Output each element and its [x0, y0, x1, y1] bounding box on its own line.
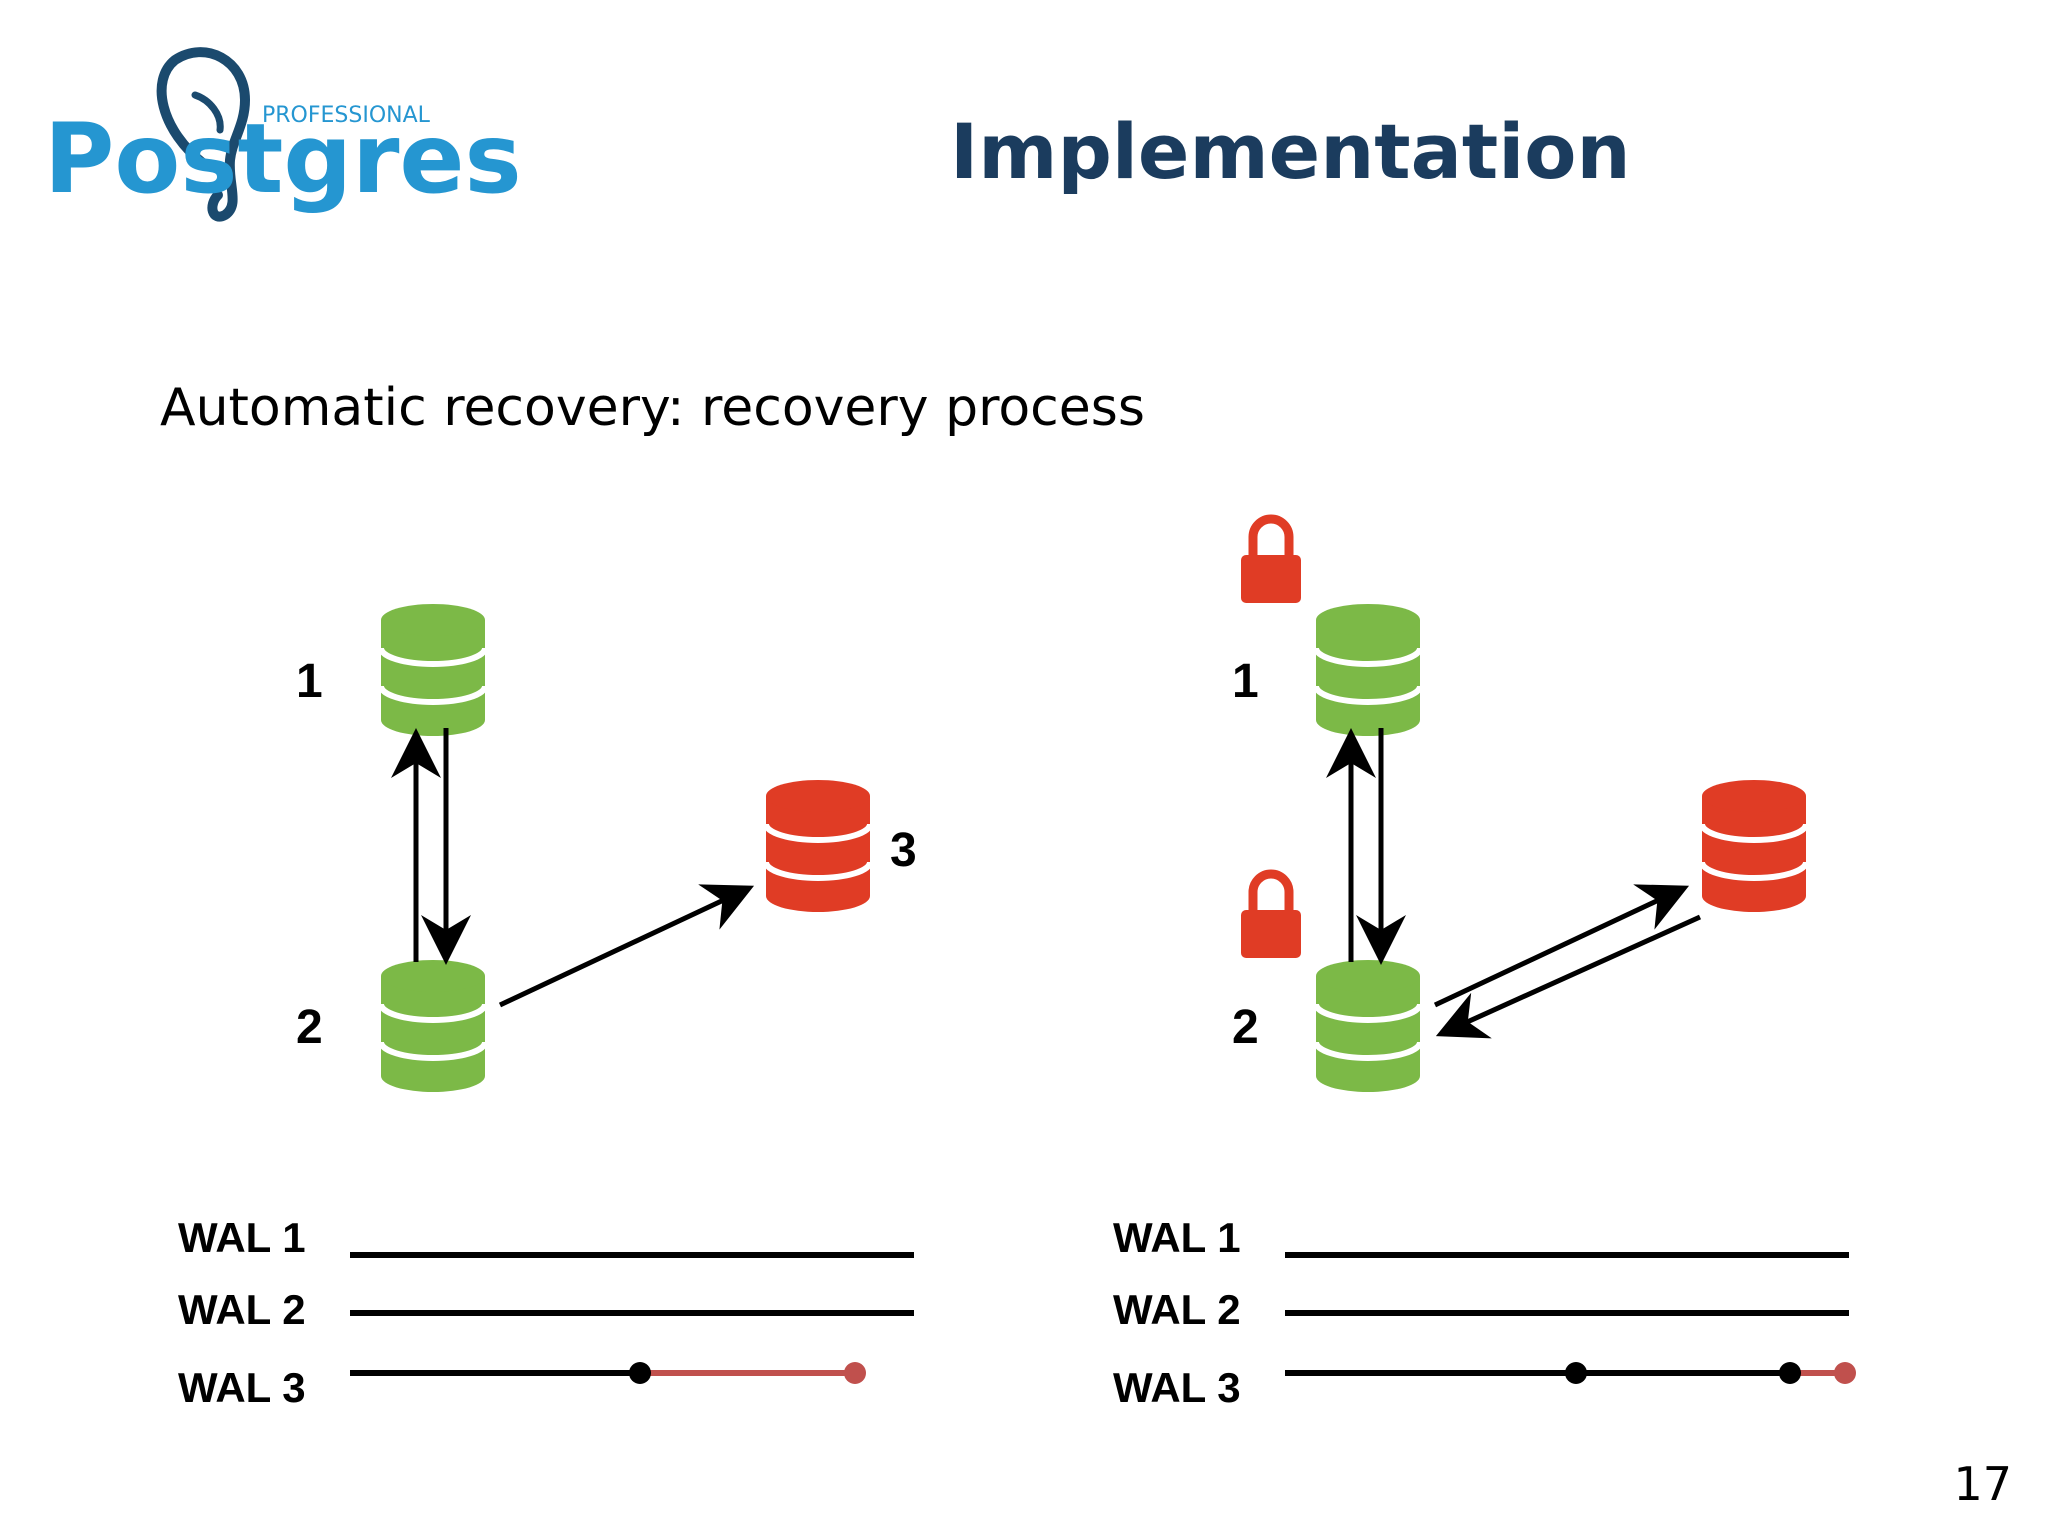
database-icon	[766, 780, 870, 912]
node-label: 3	[890, 824, 917, 877]
node-label: 2	[296, 1001, 323, 1054]
database-icon	[381, 604, 485, 736]
wal-point	[1779, 1362, 1801, 1384]
logo-wordmark: Postgres	[44, 103, 522, 215]
wal-point	[1565, 1362, 1587, 1384]
recovery-arrow	[498, 884, 755, 1008]
lock-icon	[1241, 874, 1301, 958]
page-number: 17	[1953, 1457, 2012, 1511]
elephant-icon	[156, 47, 251, 222]
database-icon	[1316, 604, 1420, 736]
recovery-arrow	[1433, 884, 1690, 1008]
database-icon	[1316, 960, 1420, 1092]
recovery-arrow	[1435, 914, 1702, 1039]
page-title: Implementation	[950, 107, 1631, 196]
wal-point	[1834, 1362, 1856, 1384]
lock-icon	[1241, 519, 1301, 603]
wal-label: WAL 3	[1113, 1364, 1241, 1411]
left-panel: 1 2 3 WAL 1 WAL 2 WAL 3	[178, 604, 917, 1411]
right-panel: 1 2 WAL 1 WAL 2 WAL 3	[1113, 519, 1856, 1411]
wal-label: WAL 3	[178, 1364, 306, 1411]
node-label: 1	[1232, 655, 1259, 708]
node-label: 1	[296, 655, 323, 708]
node-label: 2	[1232, 1001, 1259, 1054]
wal-label: WAL 2	[1113, 1286, 1241, 1333]
database-icon	[1702, 780, 1806, 912]
wal-label: WAL 1	[178, 1214, 306, 1261]
wal-label: WAL 1	[1113, 1214, 1241, 1261]
postgres-logo: PROFESSIONAL Postgres	[44, 47, 522, 222]
database-icon	[381, 960, 485, 1092]
wal-point	[629, 1362, 651, 1384]
wal-label: WAL 2	[178, 1286, 306, 1333]
wal-point	[844, 1362, 866, 1384]
subtitle: Automatic recovery: recovery process	[160, 378, 1145, 438]
logo-tagline: PROFESSIONAL	[262, 103, 431, 128]
